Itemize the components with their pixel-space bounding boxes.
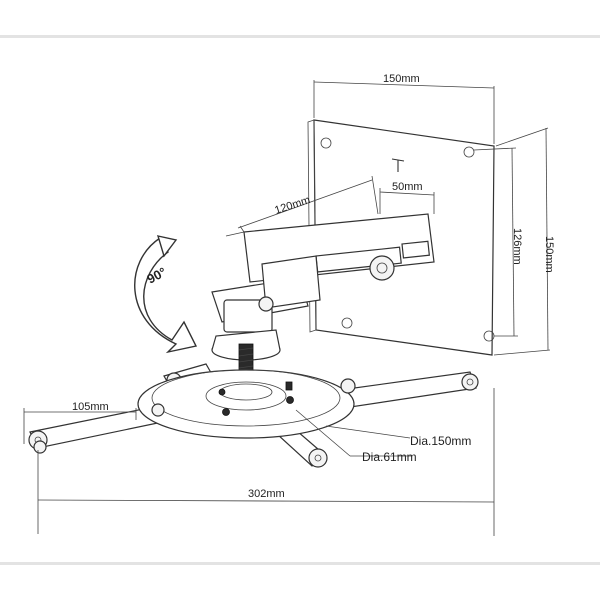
span-width-label: 302mm — [248, 488, 285, 500]
plate-hole-icon — [320, 137, 332, 149]
plate-dimension-lines — [313, 80, 551, 356]
t-slot-icon — [391, 158, 405, 172]
tilt-head — [211, 255, 321, 383]
dimension-labels: 150mm 150mm 126mm 50mm 120mm 105mm 302mm… — [72, 73, 555, 500]
base-dimension-lines — [23, 388, 495, 536]
plate-height-label: 150mm — [543, 236, 555, 273]
plate-hole-icon — [463, 146, 475, 158]
rotation-arrow-icon — [134, 235, 198, 354]
ring-inner-diameter-label: Dia.61mm — [362, 450, 417, 464]
bottom-frame-line — [0, 562, 600, 565]
top-frame-line — [0, 35, 600, 38]
hole-spacing-label: 126mm — [511, 228, 523, 265]
foot-length-label: 105mm — [72, 401, 109, 413]
arm-knob-icon — [369, 255, 395, 281]
ring-outer-diameter-label: Dia.150mm — [410, 434, 471, 448]
plate-hole-icon — [341, 317, 353, 329]
projector-base — [28, 363, 479, 468]
plate-width-label: 150mm — [383, 73, 420, 85]
arm-length-label: 120mm — [273, 194, 312, 217]
tilt-bolt-icon — [258, 296, 274, 312]
slot-length-label: 50mm — [392, 181, 423, 193]
